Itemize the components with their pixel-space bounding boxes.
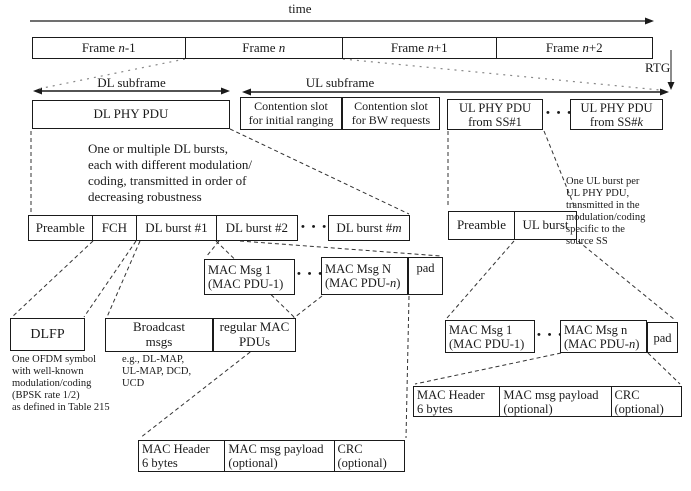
burst1-connector-left xyxy=(106,240,141,318)
preamble-cell: Preamble xyxy=(29,216,93,240)
fch-cell: FCH xyxy=(93,216,138,240)
fch-dlfp-connector-left xyxy=(11,240,94,318)
ulburst-connector-left xyxy=(446,240,515,319)
time-label: time xyxy=(288,1,312,16)
ellipsis-dots: • • • xyxy=(546,107,574,119)
dl-subframe-label: DL subframe xyxy=(97,75,166,90)
dl-bursts-note: One or multiple DL bursts,each with diff… xyxy=(88,141,253,204)
ellipsis-dots: • • • xyxy=(297,268,325,280)
mac-payload-cell: MAC msg payload(optional) xyxy=(500,387,612,416)
dl-burst-m-box: DL burst #m xyxy=(328,215,410,241)
time-arrowhead xyxy=(645,17,654,25)
burst2-connector-left xyxy=(205,240,220,258)
ellipsis-dots: • • • xyxy=(537,329,565,341)
burst2-connector-right xyxy=(239,240,442,257)
dl-burst-row: Preamble FCH DL burst #1 DL burst #2 xyxy=(28,215,298,241)
dlphy-connector-right xyxy=(229,128,410,215)
rtg-label: RTG xyxy=(645,60,671,75)
ul-preamble-cell: Preamble xyxy=(449,212,515,239)
dl-burst-2-cell: DL burst #2 xyxy=(225,219,288,235)
broadcast-note: e.g., DL-MAP,UL-MAP, DCD,UCD xyxy=(122,354,192,389)
ul-burst-row: Preamble UL burst xyxy=(448,211,577,240)
ul-subframe-label: UL subframe xyxy=(305,75,375,90)
fch-dlfp-connector-right xyxy=(83,240,137,318)
frame-cell: Frame n+1 xyxy=(343,38,497,58)
pad-box: pad xyxy=(408,257,443,295)
macmsgn-connector-right xyxy=(647,352,681,385)
mac-msg-1-box: MAC Msg 1(MAC PDU-1) xyxy=(204,259,295,295)
ul-mac-msg-n-box: MAC Msg n(MAC PDU-n) xyxy=(560,320,647,353)
mac-msg-N-box: MAC Msg N(MAC PDU-n) xyxy=(321,257,408,295)
mac-payload-cell: MAC msg payload(optional) xyxy=(225,441,335,471)
mac-crc-cell: CRC(optional) xyxy=(614,387,664,416)
dl-burst-1-cell: DL burst #1 xyxy=(137,216,217,240)
frame-row: Frame n-1 Frame n Frame n+1 Frame n+2 xyxy=(32,37,653,59)
ulburst-connector-right xyxy=(577,240,676,321)
ul-burst-cell: UL burst xyxy=(522,217,569,233)
frame-cell: Frame n-1 xyxy=(33,38,186,58)
macmsgN-connector-right xyxy=(405,295,410,439)
ul-mac-msg-1-box: MAC Msg 1(MAC PDU-1) xyxy=(445,320,535,353)
frame-cell: Frame n xyxy=(186,38,343,58)
dlfp-box: DLFP xyxy=(10,318,85,351)
macmsgn-connector-left xyxy=(414,352,562,385)
ul-pad-box: pad xyxy=(647,322,678,353)
frame-cell: Frame n+2 xyxy=(545,39,603,55)
ellipsis-dots: • • • xyxy=(301,221,329,233)
dl-phy-pdu-box: DL PHY PDU xyxy=(32,100,230,129)
mac-crc-cell: CRC(optional) xyxy=(337,442,387,470)
